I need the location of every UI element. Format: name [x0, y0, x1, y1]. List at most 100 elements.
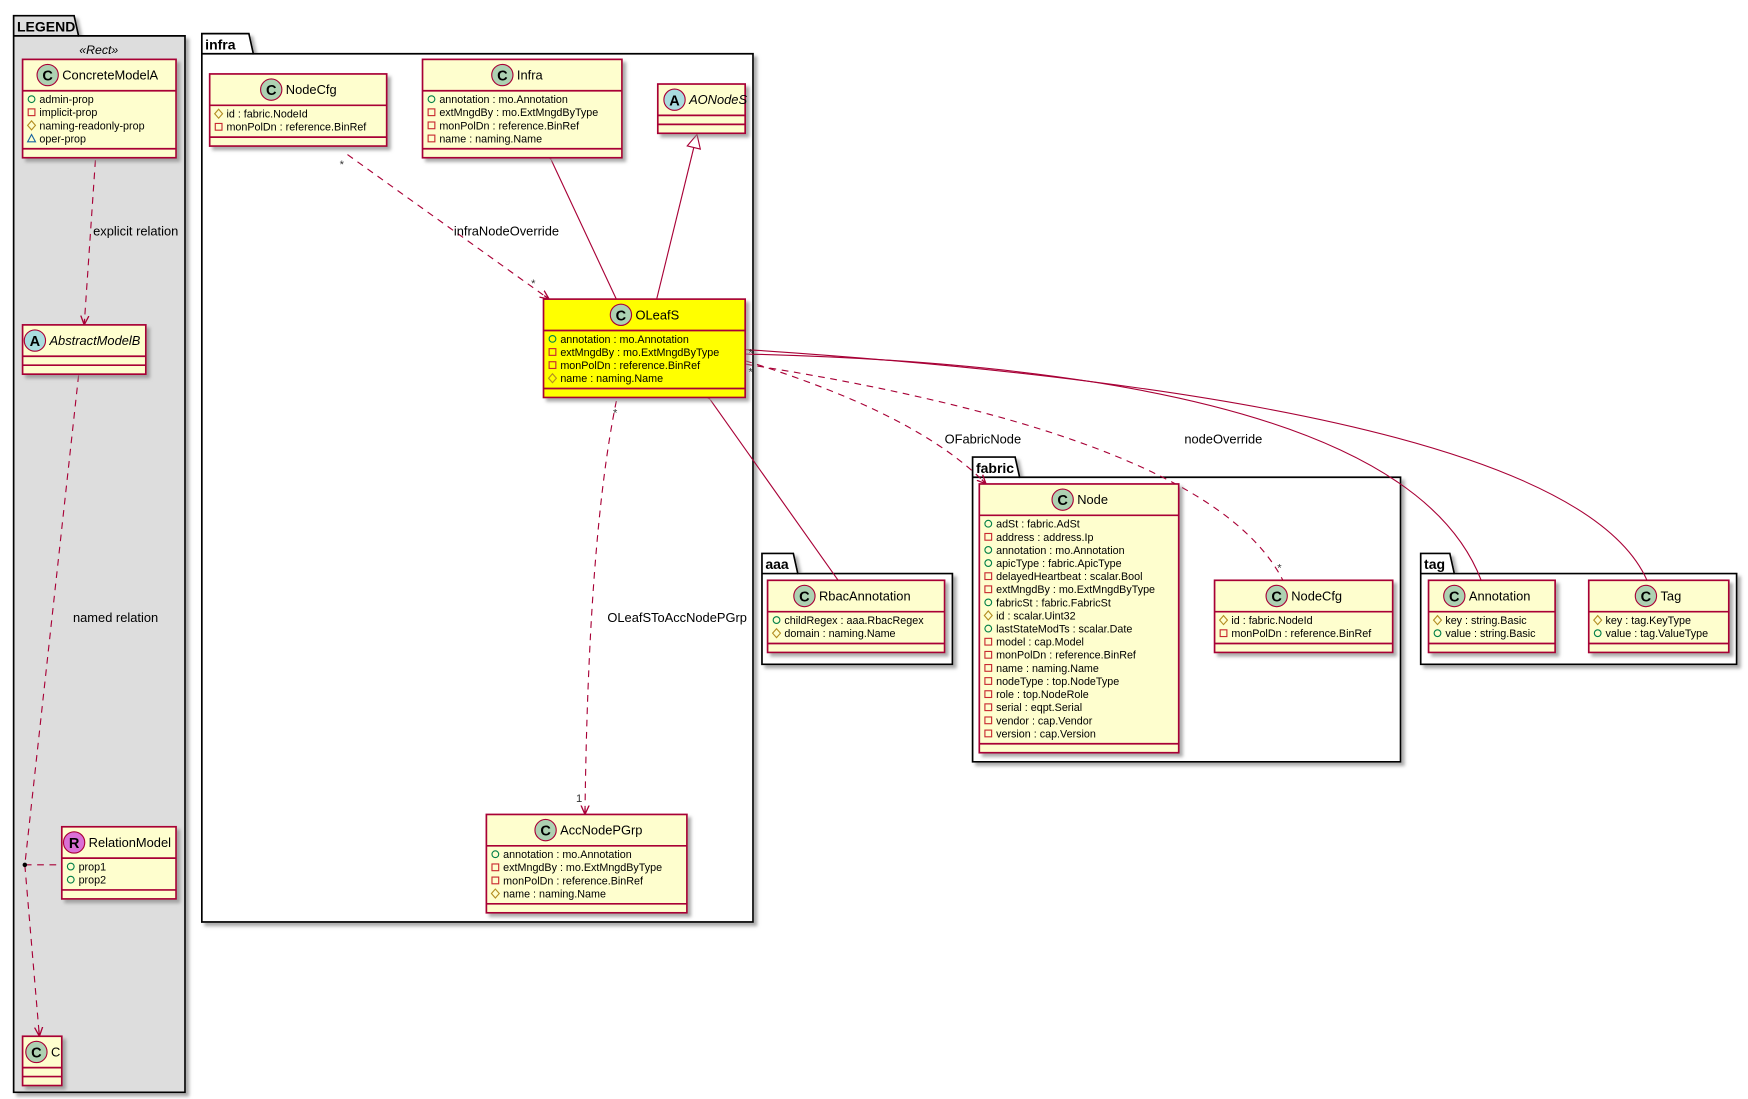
class-attribute: adSt : fabric.AdSt: [996, 519, 1080, 531]
edge-aonodes-generalization[interactable]: [656, 134, 697, 300]
visibility-private-icon: [984, 663, 993, 672]
class-attribute: childRegex : aaa.RbacRegex: [784, 615, 924, 627]
svg-text:C: C: [1271, 590, 1282, 606]
class-type-icon: C: [1265, 584, 1288, 608]
visibility-public-icon: [984, 624, 993, 633]
edge-label-accnodepgrp: OLeafSToAccNodePGrp: [607, 610, 747, 625]
svg-text:C: C: [616, 308, 627, 324]
edge-oleafs-tag[interactable]: [733, 346, 1648, 581]
visibility-private-icon: [984, 703, 993, 712]
visibility-protected-icon: [26, 120, 37, 131]
class-attribute: annotation : mo.Annotation: [439, 94, 568, 106]
class-attribute: id : fabric.NodeId: [226, 109, 307, 121]
svg-text:C: C: [497, 69, 508, 85]
class-name: AccNodePGrp: [560, 823, 642, 838]
class-attribute: monPolDn : reference.BinRef: [503, 875, 643, 887]
class-attribute: name : naming.Name: [996, 663, 1099, 675]
svg-text:C: C: [540, 824, 551, 840]
class-type-icon: C: [491, 63, 514, 87]
relations: [22, 134, 1648, 1036]
package-name: infra: [205, 36, 236, 52]
multiplicity: *: [531, 278, 536, 290]
visibility-private-icon: [491, 863, 500, 872]
edge-oleafs-annotation[interactable]: [733, 350, 1482, 581]
visibility-private-icon: [984, 716, 993, 725]
class-attribute: annotation : mo.Annotation: [996, 545, 1125, 557]
visibility-private-icon: [214, 122, 223, 131]
class-attribute: monPolDn : reference.BinRef: [996, 650, 1136, 662]
class-attribute: value : tag.ValueType: [1606, 628, 1709, 640]
class-box: [208, 73, 388, 147]
package-name: aaa: [765, 556, 789, 572]
visibility-private-icon: [984, 729, 993, 738]
class-attribute: key : string.Basic: [1445, 615, 1527, 627]
visibility-public-icon: [66, 862, 75, 871]
visibility-private-icon: [491, 876, 500, 885]
class-box: [485, 813, 688, 914]
class-attribute: lastStateModTs : scalar.Date: [996, 624, 1132, 636]
edge-label-explicit: explicit relation: [93, 223, 178, 238]
class-attribute: naming-readonly-prop: [39, 120, 144, 132]
class-box: [766, 579, 946, 654]
visibility-public-icon: [1433, 629, 1442, 638]
visibility-public-icon: [1593, 629, 1602, 638]
class-type-icon: C: [1443, 584, 1466, 608]
visibility-private-icon: [984, 650, 993, 659]
edge-infra-composition[interactable]: [546, 149, 617, 300]
edge-oleafs-accnodepgrp[interactable]: [585, 400, 617, 814]
visibility-private-icon: [427, 121, 436, 130]
class-box: [1213, 579, 1394, 654]
edge-named-relation[interactable]: [24, 375, 80, 1036]
class-type-icon: C: [25, 1040, 48, 1064]
edge-label-node-override: nodeOverride: [1184, 432, 1262, 447]
visibility-private-icon: [1219, 629, 1228, 638]
svg-text:C: C: [1449, 590, 1460, 606]
association-point: [22, 862, 28, 868]
edge-node-override[interactable]: [745, 363, 1284, 581]
visibility-public-icon: [984, 546, 993, 554]
package-frame: [12, 14, 186, 1094]
class-attribute: implicit-prop: [39, 107, 97, 119]
class-attribute: apicType : fabric.ApicType: [996, 558, 1121, 570]
class-attribute: annotation : mo.Annotation: [560, 334, 689, 346]
visibility-private-icon: [984, 690, 993, 699]
class-attribute: address : address.Ip: [996, 532, 1093, 544]
edge-infra-node-override[interactable]: [347, 154, 549, 300]
class-attribute: vendor : cap.Vendor: [996, 715, 1093, 727]
svg-text:C: C: [1057, 493, 1068, 509]
package-name: tag: [1424, 556, 1445, 572]
class-box: [421, 58, 623, 159]
class-name: Node: [1077, 492, 1108, 507]
class-name: ConcreteModelA: [62, 68, 158, 83]
class-type-icon: C: [534, 818, 557, 842]
svg-text:A: A: [669, 93, 680, 109]
visibility-public-icon: [984, 598, 993, 607]
edge-explicit-relation[interactable]: [84, 160, 96, 325]
visibility-public-icon: [491, 850, 500, 859]
class-type-icon: C: [260, 78, 283, 101]
class-type-icon: C: [36, 63, 59, 87]
edge-oleafs-rbac[interactable]: [703, 390, 839, 581]
multiplicity: *: [613, 408, 618, 420]
visibility-public-icon: [66, 875, 75, 884]
class-attribute: extMngdBy : mo.ExtMngdByType: [439, 107, 598, 119]
visibility-public-icon: [772, 616, 781, 624]
edge-ofabric-node[interactable]: [745, 360, 986, 484]
package-frame: [200, 32, 754, 923]
class-attribute: nodeType : top.NodeType: [996, 676, 1119, 688]
